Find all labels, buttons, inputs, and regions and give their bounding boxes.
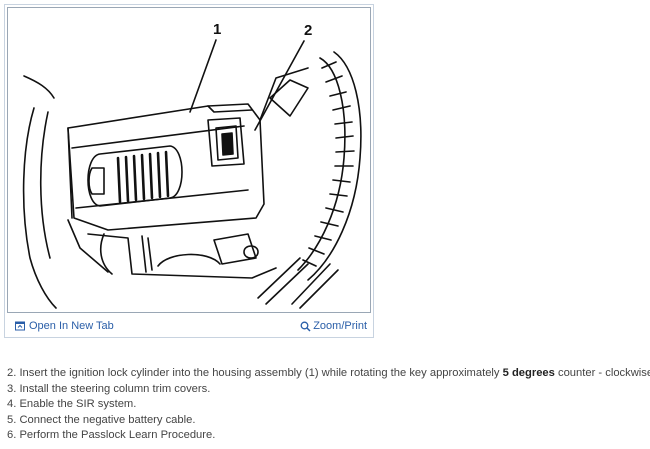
step-text: counter - clockwise. xyxy=(554,367,650,379)
zoom-print-label: Zoom/Print xyxy=(313,320,367,332)
procedure-steps: 2. Insert the ignition lock cylinder int… xyxy=(7,366,650,444)
step-item: 2. Insert the ignition lock cylinder int… xyxy=(7,366,650,382)
open-in-new-tab-icon xyxy=(15,321,25,331)
open-in-new-tab-link[interactable]: Open In New Tab xyxy=(15,320,114,332)
step-emphasis: 5 degrees xyxy=(502,367,555,379)
callout-2: 2 xyxy=(304,22,312,39)
step-item: 3. Install the steering column trim cove… xyxy=(7,382,211,395)
zoom-print-link[interactable]: Zoom/Print xyxy=(300,320,367,332)
ignition-lock-diagram: 1 2 xyxy=(7,7,371,313)
magnifier-icon xyxy=(300,321,311,332)
step-item: 4. Enable the SIR system. xyxy=(7,398,137,411)
step-text: 2. Insert the ignition lock cylinder int… xyxy=(7,367,503,379)
figure-card: 1 2 xyxy=(4,4,374,338)
step-item: 6. Perform the Passlock Learn Procedure. xyxy=(7,429,216,442)
open-in-new-tab-label: Open In New Tab xyxy=(29,320,114,332)
step-item: 5. Connect the negative battery cable. xyxy=(7,413,196,426)
callout-1: 1 xyxy=(213,21,221,38)
figure-toolbar: Open In New Tab Zoom/Print xyxy=(5,315,373,337)
